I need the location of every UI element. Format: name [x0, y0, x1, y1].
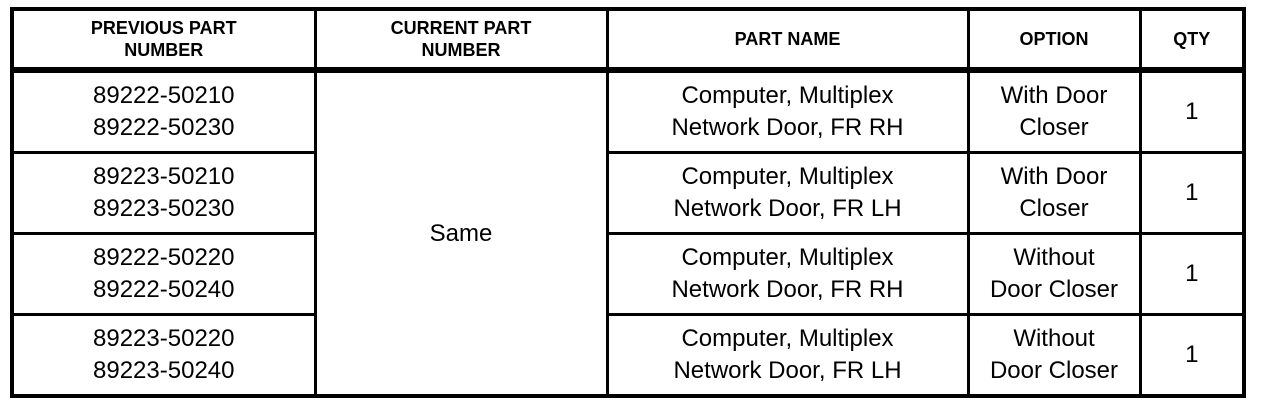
previous-part-number-cell: 89223-50220 89223-50240	[10, 313, 317, 398]
column-header-qty: QTY	[1138, 7, 1246, 73]
parts-table-container: PREVIOUS PART NUMBER CURRENT PART NUMBER…	[10, 7, 1246, 398]
option-cell: With Door Closer	[966, 151, 1142, 235]
current-part-number-merged-cell: Same	[313, 68, 609, 398]
part-name-cell: Computer, Multiplex Network Door, FR LH	[605, 151, 970, 235]
qty-cell: 1	[1138, 151, 1246, 235]
column-header-current-part-number: CURRENT PART NUMBER	[313, 7, 609, 73]
previous-part-number-cell: 89222-50210 89222-50230	[10, 68, 317, 154]
option-cell: With Door Closer	[966, 68, 1142, 154]
option-cell: Without Door Closer	[966, 232, 1142, 316]
column-header-previous-part-number: PREVIOUS PART NUMBER	[10, 7, 317, 73]
qty-cell: 1	[1138, 68, 1246, 154]
column-header-option: OPTION	[966, 7, 1142, 73]
part-name-cell: Computer, Multiplex Network Door, FR RH	[605, 68, 970, 154]
part-name-cell: Computer, Multiplex Network Door, FR RH	[605, 232, 970, 316]
table-row: 89223-50220 89223-50240 Computer, Multip…	[10, 313, 1246, 398]
previous-part-number-cell: 89223-50210 89223-50230	[10, 151, 317, 235]
previous-part-number-cell: 89222-50220 89222-50240	[10, 232, 317, 316]
qty-cell: 1	[1138, 232, 1246, 316]
table-row: 89222-50210 89222-50230 Same Computer, M…	[10, 68, 1246, 398]
table-row: 89222-50220 89222-50240 Computer, Multip…	[10, 232, 1246, 316]
table-header-row: PREVIOUS PART NUMBER CURRENT PART NUMBER…	[10, 7, 1246, 73]
option-cell: Without Door Closer	[966, 313, 1142, 398]
part-name-cell: Computer, Multiplex Network Door, FR LH	[605, 313, 970, 398]
table-row: 89223-50210 89223-50230 Computer, Multip…	[10, 151, 1246, 235]
parts-table: PREVIOUS PART NUMBER CURRENT PART NUMBER…	[10, 7, 1246, 398]
qty-cell: 1	[1138, 313, 1246, 398]
column-header-part-name: PART NAME	[605, 7, 970, 73]
